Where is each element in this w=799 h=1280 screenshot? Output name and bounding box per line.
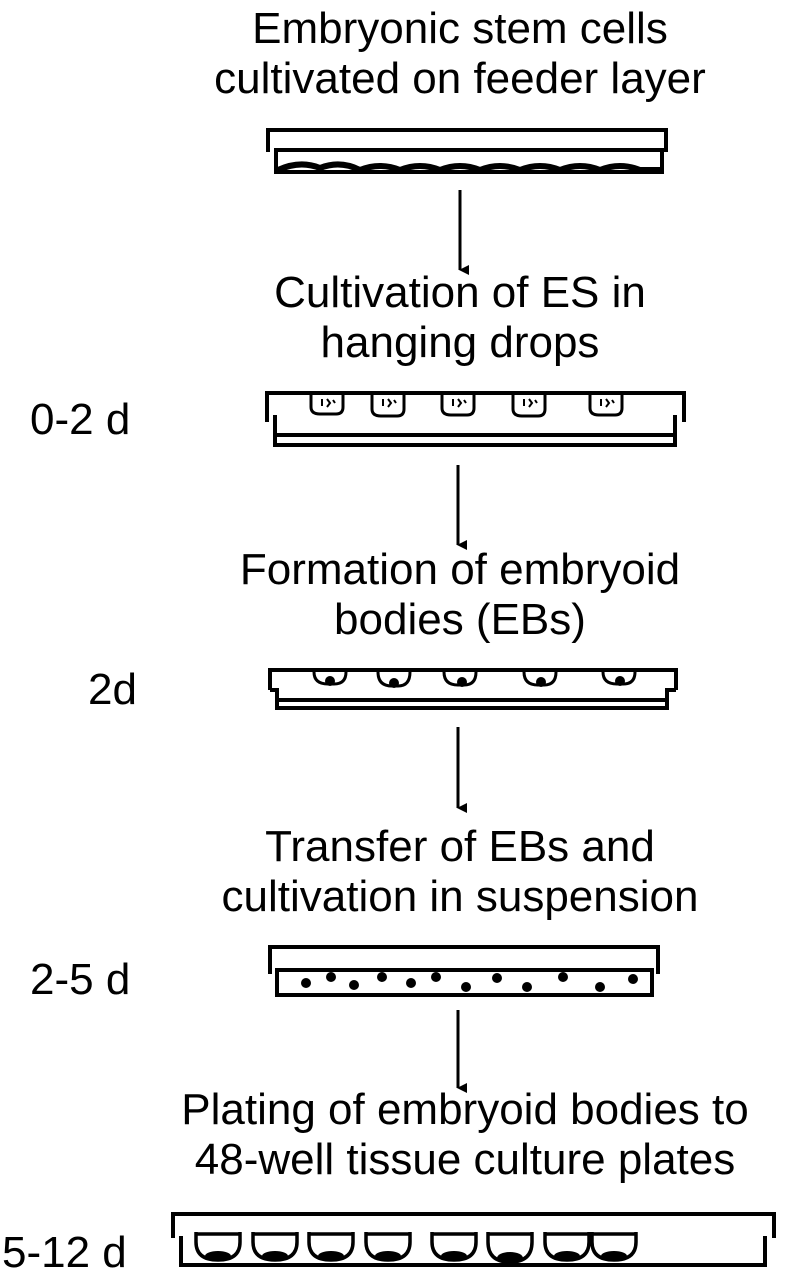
embryoid-body-dish-icon — [268, 668, 678, 710]
step-1-title: Embryonic stem cells cultivated on feede… — [160, 4, 760, 104]
step-3-title-line1: Formation of embryoid — [239, 545, 681, 594]
step-4-day: 2-5 d — [30, 955, 131, 1004]
step-1-title-line1: Embryonic stem cells — [252, 4, 668, 53]
embryoid-bodies — [301, 972, 638, 992]
step-5-title-line2: 48-well tissue culture plates — [194, 1135, 736, 1184]
step-4-title-line1: Transfer of EBs and — [265, 822, 655, 871]
step-4-title: Transfer of EBs and cultivation in suspe… — [160, 822, 760, 922]
hanging-drop-dish-icon — [265, 391, 686, 447]
step-5-title-line1: Plating of embryoid bodies to — [181, 1085, 749, 1134]
suspension-dish-icon — [268, 945, 660, 997]
wells — [194, 1232, 638, 1264]
cell-clusters — [321, 398, 615, 408]
step-2-title-line2: hanging drops — [320, 318, 600, 367]
step-5-day: 5-12 d — [2, 1228, 127, 1277]
feeder-layer-dish-icon — [266, 128, 668, 174]
step-3-day: 2d — [88, 665, 137, 714]
step-3-title-line2: bodies (EBs) — [334, 595, 586, 644]
hanging-drops — [309, 395, 624, 418]
step-2-title-line1: Cultivation of ES in — [274, 268, 646, 317]
plated-embryoid-bodies — [205, 1251, 627, 1264]
embryoid-bodies — [325, 676, 625, 688]
step-1-title-line2: cultivated on feeder layer — [214, 54, 706, 103]
feeder-cells-icon — [276, 161, 660, 174]
step-2-title: Cultivation of ES in hanging drops — [160, 268, 760, 368]
step-5-title: Plating of embryoid bodies to 48-well ti… — [130, 1085, 799, 1185]
hanging-drops — [312, 671, 637, 688]
step-4-title-line2: cultivation in suspension — [221, 872, 699, 921]
step-2-day: 0-2 d — [30, 395, 131, 444]
step-3-title: Formation of embryoid bodies (EBs) — [160, 545, 760, 645]
well-plate-icon — [171, 1212, 776, 1267]
